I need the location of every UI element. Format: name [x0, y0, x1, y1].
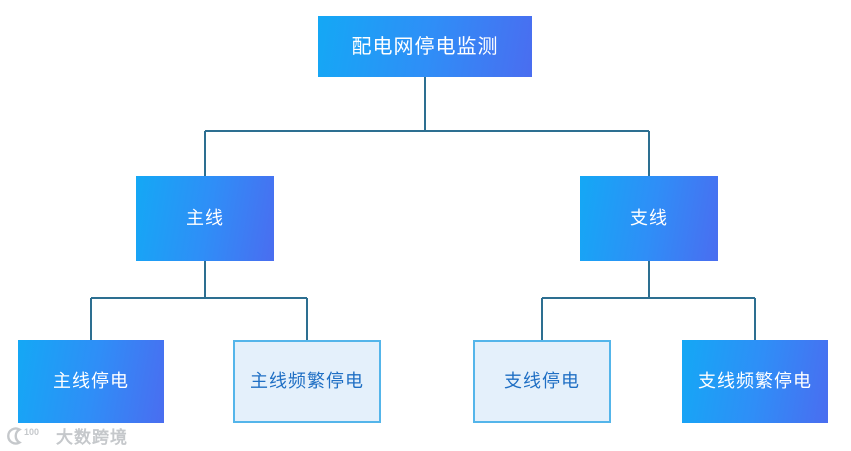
node-main-line-frequent-outage[interactable]: 主线频繁停电: [233, 340, 381, 423]
c-100-logo-icon: 100: [7, 427, 39, 445]
node-branch-line[interactable]: 支线: [580, 176, 718, 261]
watermark: 100 大数跨境: [5, 423, 128, 448]
watermark-text: 大数跨境: [56, 428, 128, 447]
svg-text:100: 100: [24, 427, 39, 437]
node-branch-line-frequent-outage[interactable]: 支线频繁停电: [682, 340, 828, 423]
node-main-line-outage[interactable]: 主线停电: [18, 340, 164, 423]
node-main-line[interactable]: 主线: [136, 176, 274, 261]
node-branch-line-outage[interactable]: 支线停电: [473, 340, 611, 423]
node-root-distribution-network-outage-monitoring[interactable]: 配电网停电监测: [318, 16, 532, 77]
